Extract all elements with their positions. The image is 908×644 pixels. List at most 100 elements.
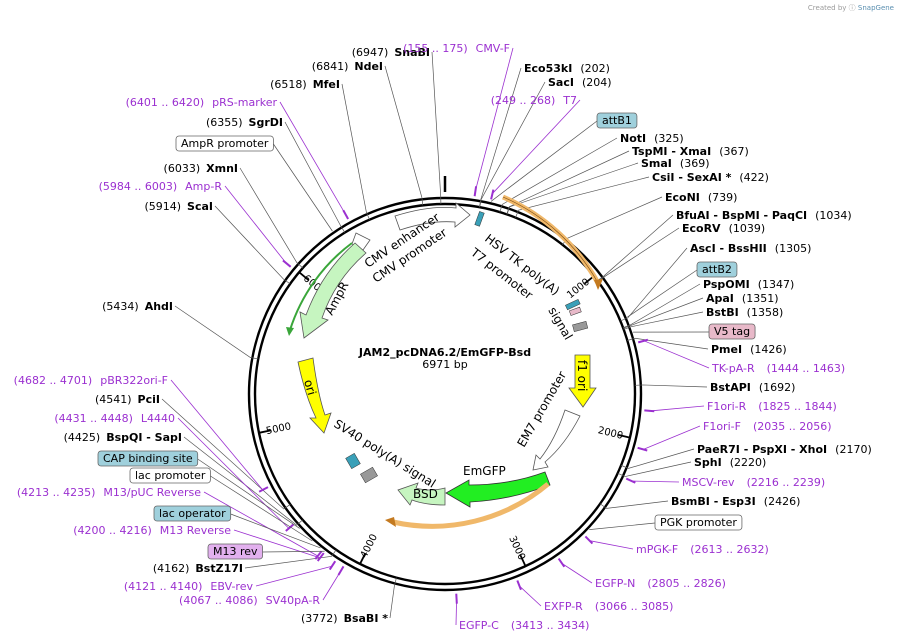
site-label[interactable]: AscI - BssHII(1305) <box>690 242 811 255</box>
site-label[interactable]: PaeR7I - PspXI - XhoI(2170) <box>697 443 872 456</box>
sv40-polya-marker[interactable] <box>360 466 378 484</box>
site-label[interactable]: SgrDI(6355) <box>206 116 283 129</box>
svg-text:(4541): (4541) <box>95 393 132 406</box>
svg-text:Amp-R: Amp-R <box>185 180 222 193</box>
ampr-arrow[interactable] <box>299 242 367 339</box>
site-label[interactable]: AhdI(5434) <box>102 300 173 313</box>
site-label[interactable]: BstZ17I(4162) <box>153 562 243 575</box>
scale-tick-label: 2000 <box>597 425 624 442</box>
svg-text:(4431 .. 4448): (4431 .. 4448) <box>54 412 133 425</box>
primer-label[interactable]: SV40pA-R(4067 .. 4086) <box>179 594 320 607</box>
primer-mark <box>637 338 649 344</box>
site-label[interactable]: SphI(2220) <box>694 456 766 469</box>
sv40-small-marker[interactable] <box>345 452 361 470</box>
svg-text:SnaBI: SnaBI <box>394 46 430 59</box>
emgfp-arrow[interactable] <box>445 471 551 508</box>
primer-label[interactable]: Amp-R(5984 .. 6003) <box>99 180 223 193</box>
feature-box-label[interactable]: AmpR promoter <box>175 135 274 152</box>
f1-ori-arrow[interactable] <box>568 354 597 408</box>
tk-polya-marker[interactable] <box>572 320 589 332</box>
site-label[interactable]: MfeI(6518) <box>270 78 340 91</box>
v5-tag-marker[interactable] <box>568 306 582 316</box>
site-label[interactable]: NdeI(6841) <box>312 60 383 73</box>
svg-text:PmeI: PmeI <box>711 343 742 356</box>
site-label[interactable]: BstAPI(1692) <box>710 381 795 394</box>
primer-mark <box>285 523 295 532</box>
primer-label[interactable]: M13 Reverse(4200 .. 4216) <box>73 524 231 537</box>
primer-label[interactable]: mPGK-F(2613 .. 2632) <box>636 543 769 556</box>
primer-label[interactable]: EXFP-R(3066 .. 3085) <box>544 600 673 613</box>
site-label[interactable]: TspMI - XmaI(367) <box>632 145 749 158</box>
primer-label[interactable]: T7(249 .. 268) <box>491 94 577 107</box>
primer-label[interactable]: M13/pUC Reverse(4213 .. 4235) <box>17 486 201 499</box>
svg-text:V5 tag: V5 tag <box>714 325 750 338</box>
primer-label[interactable]: TK-pA-R(1444 .. 1463) <box>711 362 845 375</box>
primer-mark <box>584 535 594 545</box>
site-label[interactable]: EcoRV(1039) <box>682 222 765 235</box>
site-label[interactable]: PspOMI(1347) <box>703 278 794 291</box>
svg-text:(2216 .. 2239): (2216 .. 2239) <box>747 476 826 489</box>
site-label[interactable]: CsiI - SexAI *(422) <box>652 171 769 184</box>
svg-text:MfeI: MfeI <box>313 78 340 91</box>
primer-mark <box>637 446 648 452</box>
svg-text:M13 rev: M13 rev <box>213 545 258 558</box>
site-label[interactable]: XmnI(6033) <box>164 162 238 175</box>
primer-label[interactable]: F1ori-F(2035 .. 2056) <box>703 420 832 433</box>
primer-label[interactable]: EBV-rev(4121 .. 4140) <box>124 580 254 593</box>
svg-text:attB2: attB2 <box>702 263 732 276</box>
site-label[interactable]: BsmBI - Esp3I(2426) <box>671 495 800 508</box>
svg-text:pBR322ori-F: pBR322ori-F <box>100 374 168 387</box>
site-label[interactable]: BstBI(1358) <box>706 306 783 319</box>
feature-box-label[interactable]: lac operator <box>153 505 232 522</box>
site-label[interactable]: PciI (4541) <box>95 393 160 406</box>
site-label[interactable]: NotI(325) <box>620 132 684 145</box>
svg-text:PciI: PciI <box>138 393 160 406</box>
svg-text:PaeR7I - PspXI - XhoI: PaeR7I - PspXI - XhoI <box>697 443 827 456</box>
feature-box-label[interactable]: V5 tag <box>708 323 756 340</box>
primer-label[interactable]: pRS-marker(6401 .. 6420) <box>126 96 278 109</box>
site-label[interactable]: BsaBI *(3772) <box>301 612 388 625</box>
svg-text:(6947): (6947) <box>352 46 389 59</box>
svg-text:(6401 .. 6420): (6401 .. 6420) <box>126 96 205 109</box>
site-label[interactable]: BfuAI - BspMI - PaqCI(1034) <box>676 209 852 222</box>
site-label[interactable]: PmeI(1426) <box>711 343 787 356</box>
site-label[interactable]: SnaBI (6947) <box>352 46 430 59</box>
site-label[interactable]: ScaI(5914) <box>144 200 213 213</box>
feature-box-label[interactable]: lac promoter <box>129 467 211 484</box>
attb2-marker[interactable] <box>565 298 581 311</box>
ori-arrow[interactable] <box>297 357 332 434</box>
bsd-arrow[interactable] <box>397 482 446 506</box>
site-label[interactable]: SacI(204) <box>548 76 612 89</box>
feature-box-label[interactable]: CAP binding site <box>97 450 199 467</box>
primer-label[interactable]: EGFP-C(3413 .. 3434) <box>459 619 589 632</box>
feature-box-label[interactable]: attB1 <box>596 112 638 129</box>
feature-box-label[interactable]: PGK promoter <box>654 514 743 531</box>
svg-text:NotI: NotI <box>620 132 646 145</box>
site-label[interactable]: ApaI(1351) <box>706 292 778 305</box>
svg-text:EcoNI: EcoNI <box>665 191 700 204</box>
svg-text:(5434): (5434) <box>102 300 139 313</box>
svg-text:(1347): (1347) <box>758 278 795 291</box>
primer-label[interactable]: L4440(4431 .. 4448) <box>54 412 175 425</box>
site-label[interactable]: SmaI(369) <box>641 157 710 170</box>
feature-box-label[interactable]: attB2 <box>696 261 738 278</box>
svg-text:(1692): (1692) <box>759 381 796 394</box>
site-label[interactable]: BspQI - SapI(4425) <box>64 431 182 444</box>
primer-label[interactable]: pBR322ori-F(4682 .. 4701) <box>14 374 168 387</box>
primer-label[interactable]: MSCV-rev(2216 .. 2239) <box>682 476 825 489</box>
attb1-marker[interactable] <box>474 211 485 227</box>
primer-label[interactable]: CMV-F(155 .. 175) <box>403 42 510 55</box>
primer-label[interactable]: EGFP-N(2805 .. 2826) <box>595 577 726 590</box>
orf-lower-orange-arrow[interactable] <box>392 482 550 529</box>
orf-upper-orange-arrow[interactable] <box>502 194 601 285</box>
primer-mark <box>516 580 522 591</box>
cmv-enhancer-arrow[interactable] <box>394 202 471 231</box>
snapgene-credit: Created by ⓘ SnapGene <box>807 4 894 12</box>
em7-promoter-arrow[interactable] <box>532 409 581 471</box>
primer-label[interactable]: F1ori-R(1825 .. 1844) <box>707 400 837 413</box>
feature-box-label[interactable]: M13 rev <box>207 543 263 560</box>
ampr-outer-arc <box>289 242 353 331</box>
site-label[interactable]: Eco53kI(202) <box>524 62 610 75</box>
site-label[interactable]: EcoNI(739) <box>665 191 737 204</box>
svg-text:TspMI - XmaI: TspMI - XmaI <box>632 145 711 158</box>
